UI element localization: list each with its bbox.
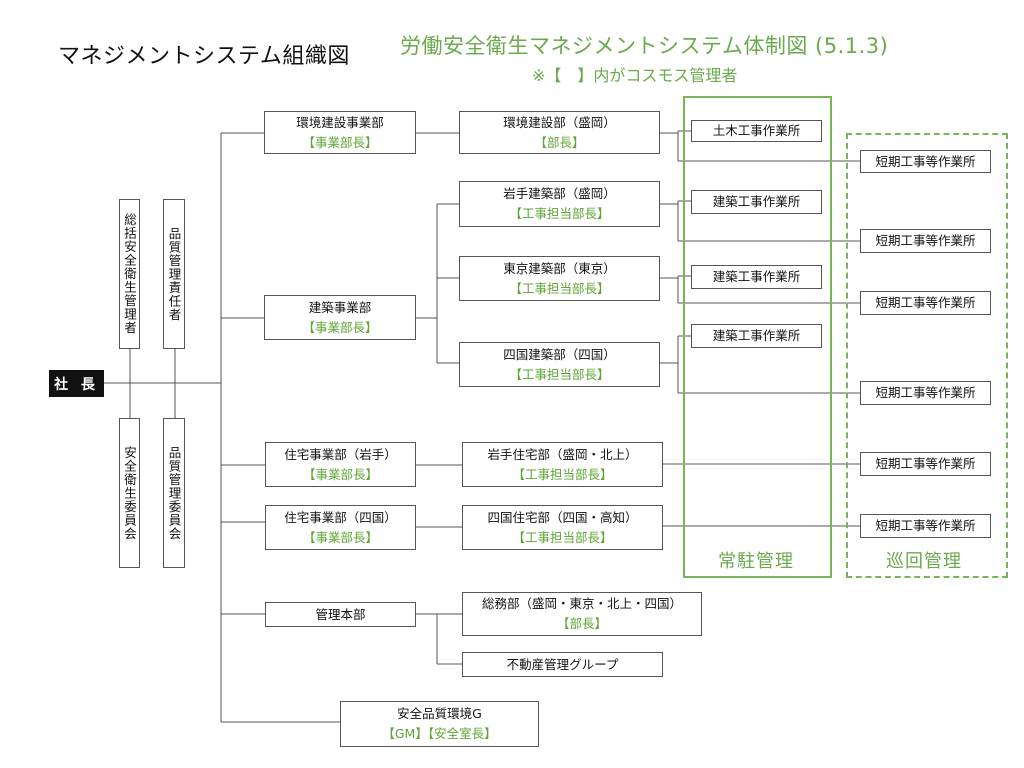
dept-role: 【工事担当部長】 — [512, 466, 613, 482]
division-housing-iwate: 住宅事業部（岩手） 【事業部長】 — [265, 442, 416, 487]
dept-role: 【部長】 — [534, 134, 585, 150]
dept-env-morioka: 環境建設部（盛岡） 【部長】 — [459, 111, 660, 154]
division-name: 安全品質環境G — [397, 706, 482, 721]
short-term-site: 短期工事等作業所 — [860, 381, 991, 405]
division-name: 建築事業部 — [308, 299, 372, 315]
short-term-site: 短期工事等作業所 — [860, 150, 991, 173]
chart-title-right: 労働安全衛生マネジメントシステム体制図 (5.1.3) — [400, 34, 889, 58]
resident-management-label: 常駐管理 — [718, 551, 794, 572]
dept-name: 岩手建築部（盛岡） — [503, 186, 616, 201]
short-term-site: 短期工事等作業所 — [860, 229, 991, 253]
short-term-site: 短期工事等作業所 — [860, 514, 991, 538]
division-management-hq: 管理本部 — [265, 602, 416, 627]
short-term-site: 短期工事等作業所 — [860, 291, 991, 315]
dept-shikoku-arch: 四国建築部（四国） 【工事担当部長】 — [459, 342, 660, 387]
dept-general-affairs: 総務部（盛岡・東京・北上・四国） 【部長】 — [462, 592, 702, 636]
dept-name: 環境建設部（盛岡） — [503, 114, 616, 130]
dept-real-estate-group: 不動産管理グループ — [462, 652, 663, 677]
resident-management-zone — [683, 96, 832, 578]
division-name: 住宅事業部（岩手） — [284, 446, 397, 462]
division-safety-quality-env: 安全品質環境G 【GM】【安全室長】 — [340, 701, 539, 747]
dept-name: 岩手住宅部（盛岡・北上） — [487, 446, 638, 462]
division-role: 【事業部長】 — [302, 466, 378, 482]
dept-shikoku-housing: 四国住宅部（四国・高知） 【工事担当部長】 — [462, 505, 663, 550]
division-name: 環境建設事業部 — [296, 114, 384, 130]
division-role: 【事業部長】 — [302, 134, 378, 150]
dept-name: 四国建築部（四国） — [503, 346, 616, 362]
dept-name: 四国住宅部（四国・高知） — [487, 509, 638, 525]
division-role: 【GM】【安全室長】 — [382, 726, 497, 741]
division-name: 管理本部 — [315, 606, 366, 622]
dept-name: 不動産管理グループ — [506, 656, 619, 672]
patrol-management-zone — [846, 133, 1008, 578]
division-architecture: 建築事業部 【事業部長】 — [264, 295, 416, 340]
division-role: 【事業部長】 — [302, 319, 378, 335]
division-name: 住宅事業部（四国） — [284, 509, 397, 525]
quality-committee-box: 品質管理委員会 — [163, 418, 185, 568]
site-architecture-2: 建築工事作業所 — [691, 265, 822, 289]
division-housing-shikoku: 住宅事業部（四国） 【事業部長】 — [265, 505, 416, 550]
safety-health-committee-box: 安全衛生委員会 — [119, 418, 140, 568]
dept-role: 【工事担当部長】 — [509, 206, 610, 221]
short-term-site: 短期工事等作業所 — [860, 452, 991, 476]
dept-name: 東京建築部（東京） — [503, 260, 616, 276]
patrol-management-label: 巡回管理 — [886, 551, 962, 572]
general-safety-manager-box: 総括安全衛生管理者 — [119, 199, 140, 349]
dept-role: 【部長】 — [556, 616, 607, 631]
dept-tokyo-arch: 東京建築部（東京） 【工事担当部長】 — [459, 256, 660, 301]
dept-role: 【工事担当部長】 — [509, 280, 610, 296]
site-architecture-3: 建築工事作業所 — [691, 324, 822, 348]
president-box: 社 長 — [49, 370, 104, 397]
dept-role: 【工事担当部長】 — [509, 366, 610, 382]
quality-manager-box: 品質管理責任者 — [163, 199, 185, 349]
chart-note: ※【 】内がコスモス管理者 — [532, 66, 738, 85]
dept-iwate-housing: 岩手住宅部（盛岡・北上） 【工事担当部長】 — [462, 442, 663, 487]
site-architecture-1: 建築工事作業所 — [691, 190, 822, 214]
dept-role: 【工事担当部長】 — [512, 529, 613, 545]
dept-iwate-arch: 岩手建築部（盛岡） 【工事担当部長】 — [459, 181, 660, 227]
dept-name: 総務部（盛岡・東京・北上・四国） — [481, 596, 682, 611]
division-role: 【事業部長】 — [302, 529, 378, 545]
chart-title-left: マネジメントシステム組織図 — [58, 44, 350, 69]
site-civil-works: 土木工事作業所 — [691, 120, 822, 142]
division-env-construction: 環境建設事業部 【事業部長】 — [264, 111, 416, 154]
